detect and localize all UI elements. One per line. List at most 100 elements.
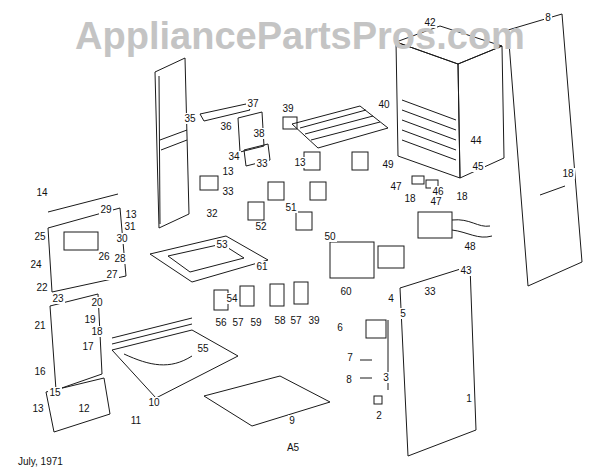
callout-number: 43 bbox=[459, 265, 472, 276]
cabinet-fin bbox=[402, 140, 456, 160]
panel-slot bbox=[540, 186, 565, 195]
callout-number: 24 bbox=[29, 259, 42, 270]
callout-number: 14 bbox=[35, 187, 48, 198]
tray-curve bbox=[124, 354, 192, 365]
terminal-block bbox=[378, 246, 404, 268]
switch bbox=[294, 282, 308, 304]
callout-number: 26 bbox=[97, 251, 110, 262]
callout-number: 39 bbox=[307, 315, 320, 326]
callout-number: 30 bbox=[115, 233, 128, 244]
heating-element bbox=[292, 106, 388, 148]
callout-number: 36 bbox=[219, 121, 232, 132]
callout-number: 28 bbox=[113, 253, 126, 264]
callout-number: 17 bbox=[81, 341, 94, 352]
callout-number: 8 bbox=[544, 12, 552, 23]
callout-number: 15 bbox=[48, 387, 61, 398]
callout-number: 20 bbox=[90, 297, 103, 308]
callout-number: 11 bbox=[130, 415, 142, 426]
callout-number: 45 bbox=[471, 161, 484, 172]
callout-number: 19 bbox=[83, 314, 96, 325]
filter-rail bbox=[112, 318, 192, 338]
callout-number: 10 bbox=[147, 397, 160, 408]
callout-number: 47 bbox=[389, 181, 402, 192]
switch bbox=[270, 284, 284, 306]
plate-recess bbox=[168, 244, 244, 272]
relay bbox=[310, 182, 326, 200]
callout-number: 18 bbox=[403, 193, 416, 204]
callout-number: 7 bbox=[346, 352, 354, 363]
callout-number: 49 bbox=[381, 159, 394, 170]
screw bbox=[360, 378, 372, 379]
callout-number: 50 bbox=[323, 231, 336, 242]
screw bbox=[360, 360, 372, 361]
panel-window bbox=[64, 232, 98, 250]
switch bbox=[240, 286, 254, 306]
wiring-label bbox=[366, 320, 386, 338]
cabinet-fin bbox=[402, 100, 456, 120]
door-switch bbox=[374, 396, 382, 404]
panel-crease bbox=[161, 140, 187, 150]
cabinet-fin bbox=[402, 130, 456, 150]
lower-door bbox=[50, 294, 102, 390]
callout-number: 4 bbox=[387, 293, 395, 304]
callout-number: 1 bbox=[465, 393, 473, 404]
callout-number: 52 bbox=[254, 221, 267, 232]
callout-number: 23 bbox=[51, 293, 64, 304]
callout-number: 56 bbox=[214, 317, 227, 328]
callout-number: 48 bbox=[463, 241, 476, 252]
callout-number: 6 bbox=[336, 322, 344, 333]
callout-number: 42 bbox=[423, 17, 436, 28]
callout-number: 39 bbox=[281, 103, 294, 114]
base-plate bbox=[204, 376, 330, 426]
callout-number: 12 bbox=[77, 403, 90, 414]
callout-number: 33 bbox=[221, 186, 234, 197]
cabinet-front bbox=[396, 42, 460, 178]
transformer-leads bbox=[452, 220, 492, 237]
floor-plate bbox=[150, 236, 268, 282]
callout-number: 13 bbox=[221, 166, 234, 177]
cabinet-fin bbox=[402, 120, 456, 140]
limit-switch bbox=[283, 117, 297, 129]
callout-number: 58 bbox=[273, 315, 286, 326]
relay bbox=[248, 202, 264, 220]
callout-number: 54 bbox=[225, 293, 238, 304]
callout-number: 59 bbox=[249, 317, 262, 328]
callout-number: 8 bbox=[345, 374, 353, 385]
callout-number: 44 bbox=[469, 135, 482, 146]
filter-rail bbox=[112, 324, 192, 344]
callout-number: 29 bbox=[99, 204, 112, 215]
control-panel bbox=[48, 208, 126, 292]
fuse-block bbox=[412, 176, 424, 184]
callout-number: 53 bbox=[215, 239, 228, 250]
callout-number: July, 1971 bbox=[17, 456, 64, 467]
callout-number: 47 bbox=[429, 196, 442, 207]
cabinet-side bbox=[458, 46, 504, 178]
callout-number: 61 bbox=[255, 261, 268, 272]
callout-number: 13 bbox=[293, 157, 306, 168]
callout-number: 34 bbox=[227, 151, 240, 162]
relay bbox=[352, 152, 368, 170]
callout-number: 9 bbox=[288, 415, 296, 426]
callout-number: 32 bbox=[205, 208, 218, 219]
callout-number: 3 bbox=[382, 372, 390, 383]
callout-number: 31 bbox=[123, 221, 136, 232]
callout-number: 27 bbox=[105, 269, 118, 280]
callout-number: 18 bbox=[90, 326, 103, 337]
callout-number: 57 bbox=[289, 315, 302, 326]
cabinet-fin bbox=[402, 110, 456, 130]
blower-tray bbox=[112, 330, 238, 398]
transformer bbox=[418, 212, 452, 238]
callout-number: 21 bbox=[33, 320, 46, 331]
callout-number: 55 bbox=[196, 343, 209, 354]
panel-crease bbox=[160, 130, 187, 140]
callout-number: 35 bbox=[183, 113, 196, 124]
element-coil bbox=[305, 116, 373, 134]
callout-number: 57 bbox=[231, 317, 244, 328]
callout-number: 5 bbox=[399, 308, 407, 319]
side-panel bbox=[155, 58, 189, 228]
callout-number: 33 bbox=[423, 286, 436, 297]
callout-number: 37 bbox=[246, 98, 259, 109]
callout-number: 40 bbox=[377, 99, 390, 110]
panel-edge bbox=[159, 76, 160, 224]
